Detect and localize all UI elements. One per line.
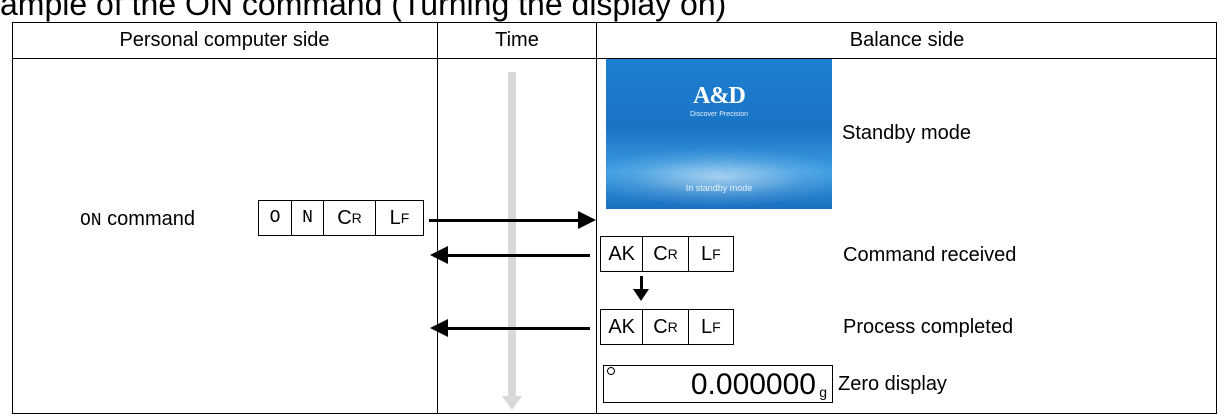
send-arrowhead xyxy=(578,211,596,229)
header-time: Time xyxy=(495,29,539,51)
sequence-table xyxy=(12,22,1217,414)
logo-tagline: Discover Precision xyxy=(690,111,748,118)
header-balance-side: Balance side xyxy=(849,29,965,51)
stable-indicator-icon xyxy=(607,367,615,375)
screen-glow xyxy=(606,147,832,207)
time-axis-arrowhead xyxy=(502,396,522,410)
ack-arrow-1 xyxy=(447,254,590,257)
desc-zero: Zero display xyxy=(838,373,947,395)
command-word: command xyxy=(107,208,195,230)
and-logo: A&D xyxy=(693,83,746,109)
ack-arrowhead-1 xyxy=(430,246,448,264)
char-o: O xyxy=(269,208,281,228)
zero-display-unit: g xyxy=(819,384,827,400)
ack-arrowhead-2 xyxy=(430,319,448,337)
zero-display-value: 0.000000 xyxy=(690,368,816,401)
page-title: ample of the ON command (Turning the dis… xyxy=(0,0,727,22)
header-pc-side: Personal computer side xyxy=(119,29,330,51)
desc-received: Command received xyxy=(843,244,1017,266)
command-keyword: ON xyxy=(80,211,102,231)
desc-standby: Standby mode xyxy=(842,122,971,144)
column-divider-pc xyxy=(437,22,438,414)
char-n: N xyxy=(291,201,323,235)
time-axis xyxy=(508,72,516,397)
next-step-arrow xyxy=(640,276,643,292)
zero-display-box: 0.000000 g xyxy=(603,365,833,403)
standby-status-text: In standby mode xyxy=(685,183,753,193)
send-arrow xyxy=(429,219,581,222)
next-step-arrowhead xyxy=(633,289,649,301)
column-divider-time xyxy=(596,22,597,414)
on-command-label: ON command xyxy=(80,208,195,231)
desc-completed: Process completed xyxy=(843,316,1014,338)
ack-arrow-2 xyxy=(447,327,590,330)
header-divider xyxy=(12,58,1217,59)
standby-screen-image: A&D Discover Precision In standby mode xyxy=(606,59,832,209)
